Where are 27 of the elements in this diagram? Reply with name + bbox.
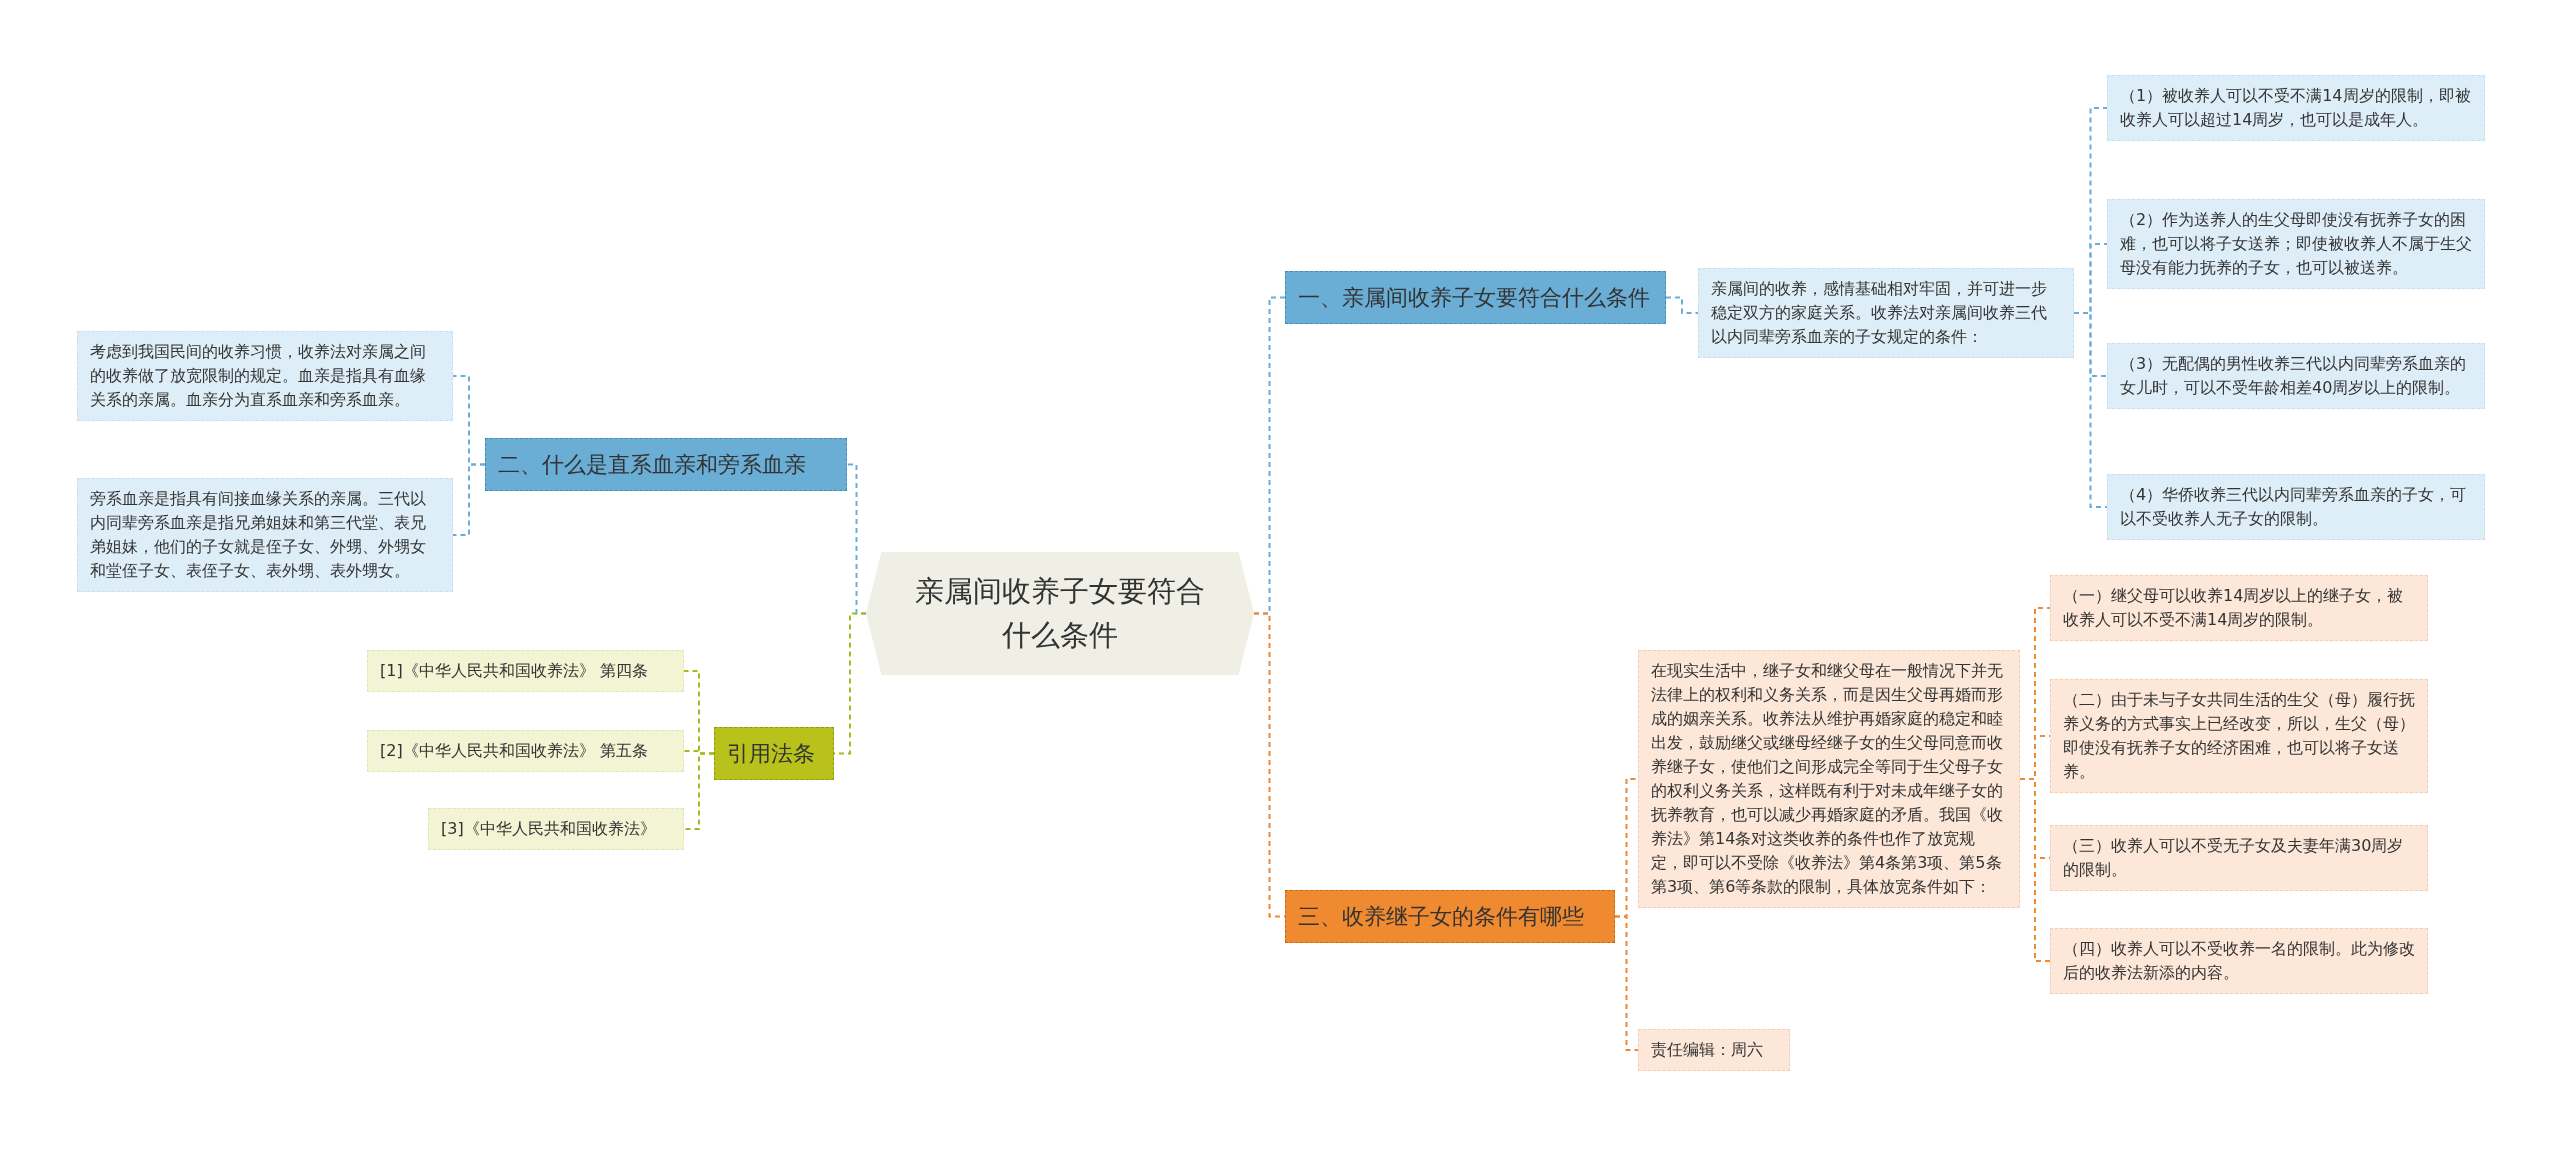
- connector-line: [2019, 778, 2051, 962]
- note-box: （三）收养人可以不受无子女及夫妻年满30周岁的限制。: [2050, 825, 2428, 891]
- note-box: （四）收养人可以不受收养一名的限制。此为修改后的收养法新添的内容。: [2050, 928, 2428, 994]
- note-box: （1）被收养人可以不受不满14周岁的限制，即被收养人可以超过14周岁，也可以是成年人。: [2107, 75, 2485, 141]
- note-box: （一）继父母可以收养14周岁以上的继子女，被收养人可以不受不满14周岁的限制。: [2050, 575, 2428, 641]
- note-box: [2]《中华人民共和国收养法》 第五条: [367, 730, 684, 772]
- connector-line: [1614, 915, 1639, 1051]
- connector-line: [2073, 312, 2108, 508]
- connector-line: [1665, 296, 1699, 314]
- central-topic: 亲属间收养子女要符合什么条件: [866, 552, 1254, 675]
- note-box: 亲属间的收养，感情基础相对牢固，并可进一步稳定双方的家庭关系。收养法对亲属间收养三代以内同辈旁系血亲的子女规定的条件：: [1698, 268, 2074, 358]
- note-box: （二）由于未与子女共同生活的生父（母）履行抚养义务的方式事实上已经改变，所以，生父（母）即使没有抚养子女的经济困难，也可以将子女送养。: [2050, 679, 2428, 793]
- note-box: 考虑到我国民间的收养习惯，收养法对亲属之间的收养做了放宽限制的规定。血亲是指具有血缘关系的亲属。血亲分为直系血亲和旁系血亲。: [77, 331, 453, 421]
- note-box: [1]《中华人民共和国收养法》 第四条: [367, 650, 684, 692]
- connector-line: [452, 463, 486, 536]
- note-box: （3）无配偶的男性收养三代以内同辈旁系血亲的女儿时，可以不受年龄相差40周岁以上的限制。: [2107, 343, 2485, 409]
- note-box: 责任编辑：周六: [1638, 1029, 1790, 1071]
- topic-box: 一、亲属间收养子女要符合什么条件: [1285, 271, 1666, 324]
- note-box: （2）作为送养人的生父母即使没有抚养子女的困难，也可以将子女送养；即使被收养人不属于生父母没有能力抚养的子女，也可以被送养。: [2107, 199, 2485, 289]
- topic-box: 引用法条: [714, 727, 834, 780]
- topic-box: 三、收养继子女的条件有哪些: [1285, 890, 1615, 943]
- note-box: 旁系血亲是指具有间接血缘关系的亲属。三代以内同辈旁系血亲是指兄弟姐妹和第三代堂、表兄弟姐妹，他们的子女就是侄子女、外甥、外甥女和堂侄子女、表侄子女、表外甥、表外甥女。: [77, 478, 453, 592]
- connector-line: [683, 752, 715, 830]
- note-box: 在现实生活中，继子女和继父母在一般情况下并无法律上的权利和义务关系，而是因生父母再婚而形成的姻亲关系。收养法从维护再婚家庭的稳定和睦出发，鼓励继父或继母经继子女的生父母同意而收养继子女，使他们之间形成完全等同于生父母子女的权利义务关系，这样既有利于对未成年继子女的抚养教育，也可以减少再婚家庭的矛盾。我国《收养法》第14条对这类收养的条件也作了放宽规定，即可以不受除《收养法》第4条第3项、第5条第3项、第6等条款的限制，具体放宽条件如下：: [1638, 650, 2020, 908]
- note-box: （4）华侨收养三代以内同辈旁系血亲的子女，可以不受收养人无子女的限制。: [2107, 474, 2485, 540]
- topic-box: 二、什么是直系血亲和旁系血亲: [485, 438, 847, 491]
- note-box: [3]《中华人民共和国收养法》: [428, 808, 684, 850]
